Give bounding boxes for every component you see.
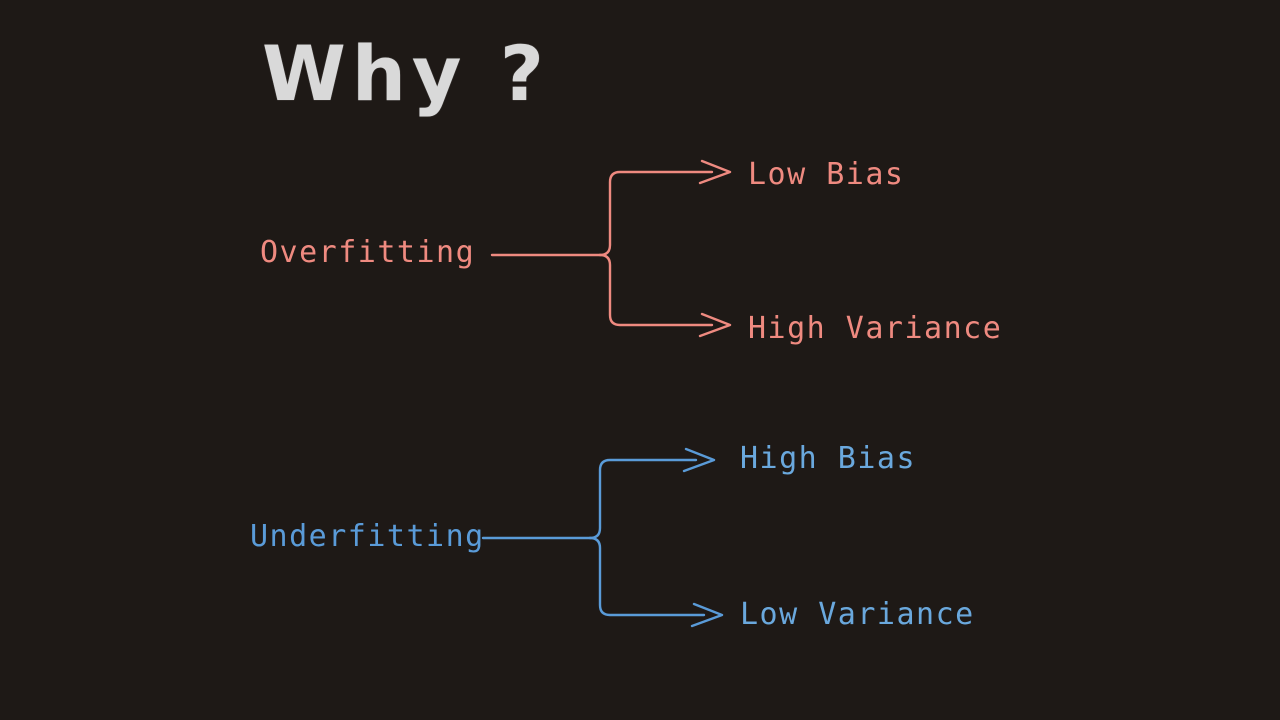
node-low-bias[interactable]: Low Bias xyxy=(748,157,905,192)
branch-line-low-variance xyxy=(588,536,706,617)
branch-connector-underfitting xyxy=(481,447,724,628)
arrow-head-high-bias xyxy=(682,447,716,473)
branch-connector-overfitting xyxy=(490,159,732,338)
node-high-variance[interactable]: High Variance xyxy=(748,311,1003,346)
node-underfitting[interactable]: Underfitting xyxy=(250,519,485,554)
node-low-variance[interactable]: Low Variance xyxy=(740,597,975,632)
page-title: Why ? xyxy=(262,29,551,118)
arrow-head-low-variance xyxy=(690,602,724,628)
branch-line-high-variance xyxy=(598,253,714,327)
node-overfitting[interactable]: Overfitting xyxy=(260,235,476,270)
node-high-bias[interactable]: High Bias xyxy=(740,441,917,476)
branch-line-high-bias xyxy=(588,458,698,540)
branch-line-low-bias xyxy=(598,170,714,257)
arrow-head-low-bias xyxy=(698,159,732,185)
arrow-head-high-variance xyxy=(698,312,732,338)
